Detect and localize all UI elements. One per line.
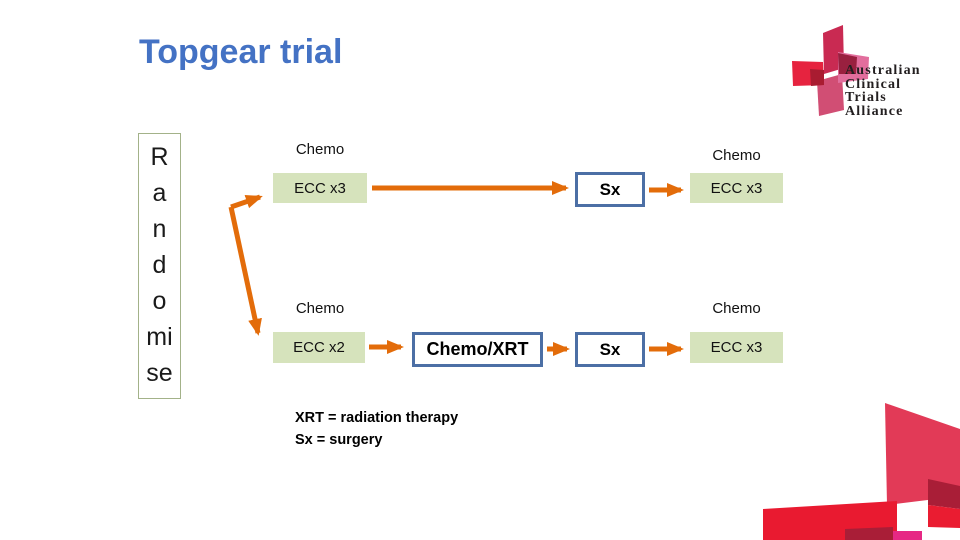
legend: XRT = radiation therapy Sx = surgery (295, 407, 458, 451)
surgery-box-top: Sx (575, 172, 645, 207)
randomise-letter: se (146, 359, 173, 387)
logo-line: Alliance (845, 103, 904, 119)
chemo-label-bottom-left: Chemo (295, 300, 345, 317)
randomise-letter: a (152, 179, 167, 207)
logo-line: Clinical (845, 76, 902, 92)
ecc-x3-box-top-right: ECC x3 (690, 173, 783, 203)
acta-logo-wordmark: Australian Clinical Trials Alliance (845, 64, 921, 118)
logo-line: Trials (845, 90, 887, 105)
arrow-randomise-to-bottom-arm (228, 206, 262, 336)
chemo-label-top-left: Chemo (295, 141, 345, 158)
surgery-box-bottom: Sx (575, 332, 645, 367)
logo-line: Australian (845, 63, 921, 78)
randomise-letter: o (152, 287, 167, 315)
randomise-letter: R (150, 143, 169, 171)
ecc-x2-box-bottom-left: ECC x2 (273, 332, 365, 363)
chemo-label-bottom-right: Chemo (712, 300, 761, 317)
randomise-box: R a n d o mi se (138, 133, 181, 399)
legend-xrt: XRT = radiation therapy (295, 410, 459, 426)
randomise-letter: n (152, 215, 167, 243)
page-title: Topgear trial (139, 33, 343, 71)
randomise-letter: d (152, 251, 167, 279)
chemo-xrt-box: Chemo/XRT (412, 332, 543, 367)
legend-sx: Sx = surgery (295, 432, 383, 448)
brand-decor-shapes (763, 403, 960, 540)
randomise-letter: mi (146, 323, 173, 351)
ecc-x3-box-top-left: ECC x3 (273, 173, 367, 203)
chemo-label-top-right: Chemo (712, 147, 761, 164)
arrow-randomise-to-top-arm (230, 194, 263, 210)
ecc-x3-box-bottom-right: ECC x3 (690, 332, 783, 363)
